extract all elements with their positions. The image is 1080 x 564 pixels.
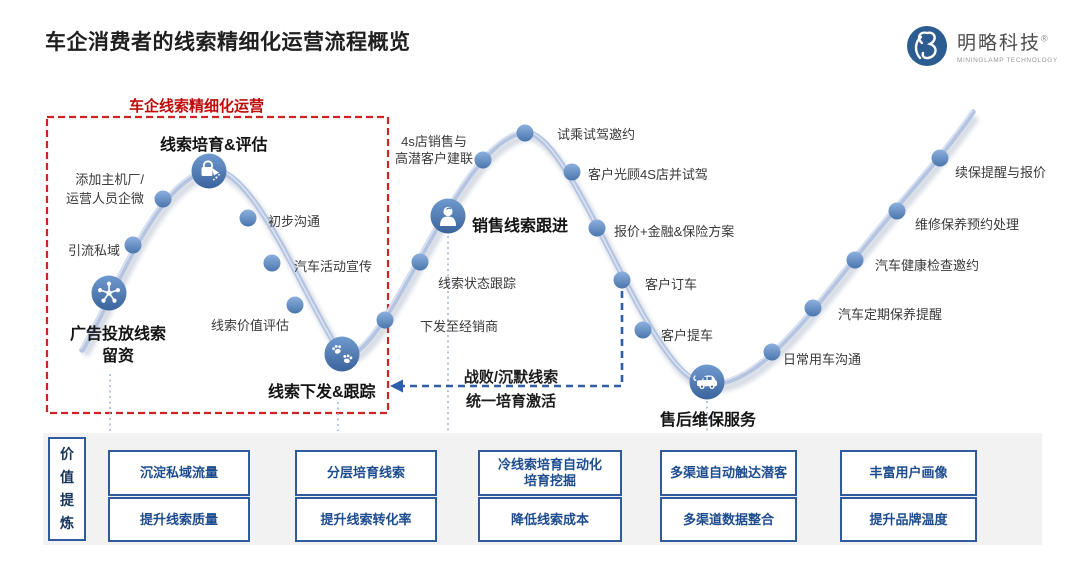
- step-test-drive-invite: 试乘试驾邀约: [557, 127, 636, 142]
- car-icon: [689, 364, 725, 400]
- step-lead-value: 线索价值评估: [211, 318, 290, 333]
- value-box-multichannel-reach: 多渠道自动触达潜客: [660, 450, 797, 496]
- minglamp-logo-icon: [907, 26, 947, 66]
- stage-title-aftersales: 售后维保服务: [660, 412, 757, 429]
- paw-prints-icon: [324, 336, 360, 372]
- page-title: 车企消费者的线索精细化运营流程概览: [45, 31, 411, 54]
- value-band-label-box: 价值提炼: [48, 437, 86, 541]
- step-private-traffic: 引流私域: [68, 243, 121, 258]
- step-visit-4s: 客户光顾4S店并试驾: [588, 167, 708, 182]
- value-box-brand-warmth: 提升品牌温度: [840, 497, 977, 542]
- silent-lead-feedback-arrow: [390, 291, 624, 393]
- step-maintain-remind: 汽车定期保养提醒: [838, 307, 943, 322]
- stage-title-dispatch: 线索下发&跟踪: [268, 384, 376, 401]
- step-order: 客户订车: [645, 277, 698, 292]
- value-box-user-profile: 丰富用户画像: [840, 450, 977, 496]
- broadcast-icon: [91, 275, 127, 311]
- person-icon: [430, 198, 466, 234]
- stage-title-sales-follow: 销售线索跟进: [472, 218, 569, 235]
- value-box-private-traffic: 沉淀私域流量: [108, 450, 250, 496]
- company-logo: 明略科技® MININGLAMP TECHNOLOGY: [905, 24, 1058, 68]
- value-box-data-integration: 多渠道数据整合: [660, 497, 797, 542]
- step-repair-appoint: 维修保养预约处理: [915, 217, 1020, 232]
- value-connector-lines: [109, 236, 708, 431]
- step-quote-finance: 报价+金融&保险方案: [614, 224, 735, 239]
- silent-lead-note: 战败/沉默线索 统一培育激活: [463, 369, 559, 410]
- step-lead-status: 线索状态跟踪: [438, 276, 517, 291]
- registered-mark: ®: [1041, 33, 1048, 44]
- step-event-promo: 汽车活动宣传: [294, 259, 373, 274]
- journey-curve-graphic: [45, 109, 980, 431]
- refined-operation-region-outline: [45, 115, 390, 415]
- step-renewal: 续保提醒与报价: [955, 165, 1047, 180]
- step-initial-comm: 初步沟通: [268, 214, 321, 229]
- step-health-check: 汽车健康检查邀约: [875, 258, 980, 273]
- value-box-cold-lead-mining: 冷线索培育自动化 培育挖掘: [478, 450, 622, 496]
- step-delivery: 客户提车: [661, 328, 714, 343]
- logo-subtitle: MININGLAMP TECHNOLOGY: [957, 57, 1058, 64]
- step-store-connect: 4s店销售与 高潜客户建联: [394, 134, 473, 166]
- journey-nodes: [124, 124, 949, 361]
- value-box-conversion-rate: 提升线索转化率: [295, 497, 437, 542]
- value-box-tiered-nurture: 分层培育线索: [295, 450, 437, 496]
- logo-company-name: 明略科技®: [957, 33, 1048, 54]
- region-label: 车企线索精细化运营: [129, 98, 265, 115]
- watering-can-icon: [191, 153, 227, 189]
- stage-title-ad-leads: 广告投放线索 留资: [69, 326, 166, 365]
- value-box-lead-quality: 提升线索质量: [108, 497, 250, 542]
- value-box-lower-cost: 降低线索成本: [478, 497, 622, 542]
- step-to-dealer: 下发至经销商: [420, 319, 499, 334]
- stage-title-nurture: 线索培育&评估: [160, 137, 268, 154]
- step-daily-comm: 日常用车沟通: [783, 352, 862, 367]
- step-add-oem: 添加主机厂/ 运营人员企微: [65, 172, 144, 206]
- value-band-label: 价值提炼: [60, 446, 74, 531]
